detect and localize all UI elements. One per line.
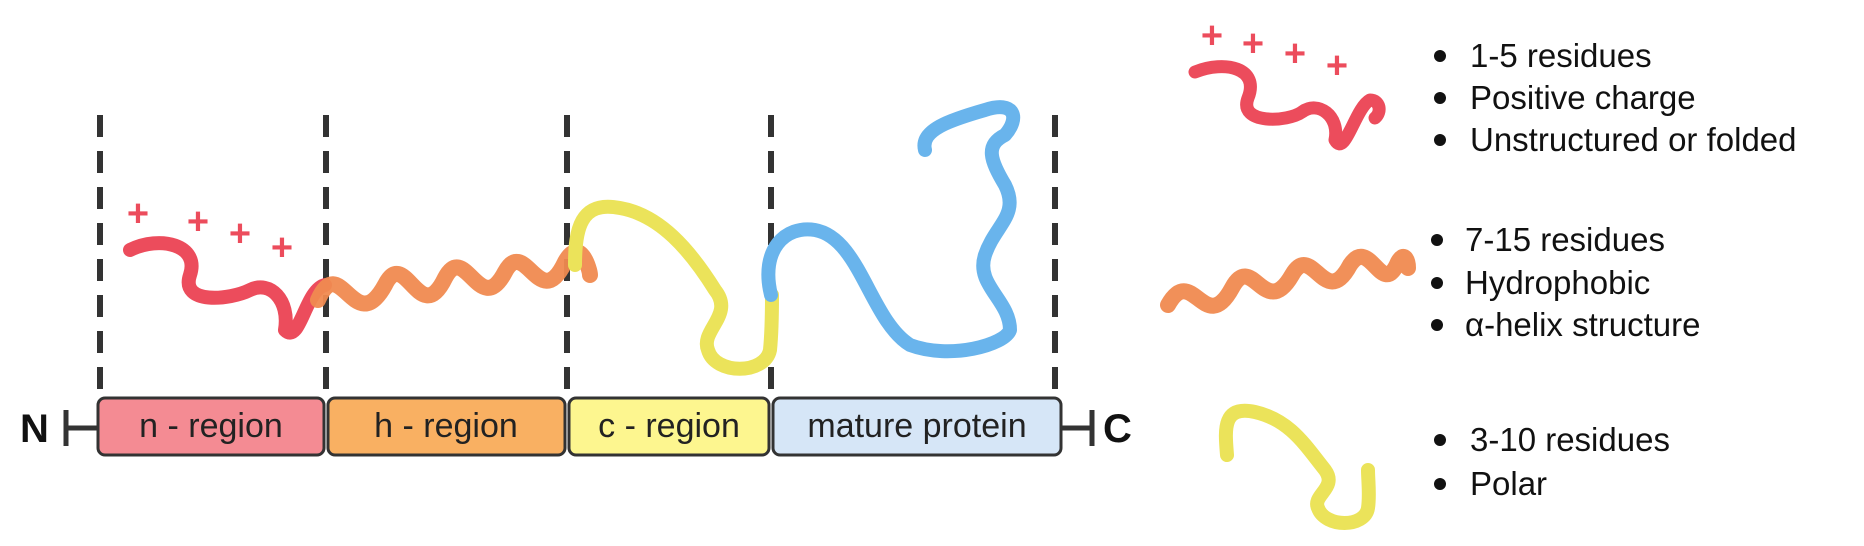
legend: + + + + 1-5 residues Positive charge Uns… <box>1160 15 1797 530</box>
legend-helix-path <box>1160 249 1416 314</box>
plus-charge: + <box>229 213 251 255</box>
h-region-helix-path <box>310 244 598 312</box>
n-terminus: N <box>20 407 100 451</box>
legend-item: 7-15 residues <box>1465 221 1665 258</box>
region-bar: n - region h - region c - region mature … <box>96 396 1063 457</box>
legend-bullet <box>1434 134 1446 146</box>
n-region-label: n - region <box>139 407 283 445</box>
plus-charge: + <box>187 201 209 243</box>
mature-protein-label: mature protein <box>807 407 1026 445</box>
legend-bullet <box>1431 234 1443 246</box>
n-region-charges: + + + + <box>127 193 293 269</box>
unstructured-coil-icon: + + + + <box>1188 15 1386 151</box>
legend-item: α-helix structure <box>1465 306 1700 343</box>
mature-protein-coil-path <box>761 100 1021 359</box>
legend-item: Unstructured or folded <box>1470 121 1797 158</box>
plus-charge: + <box>1201 15 1223 57</box>
legend-bullet <box>1431 319 1443 331</box>
plus-charge: + <box>1284 33 1306 75</box>
c-region-coil-path <box>568 199 779 376</box>
n-region-coil <box>123 236 332 340</box>
legend-c-coil-path <box>1218 403 1376 530</box>
c-region-label: c - region <box>598 407 740 445</box>
mature-protein-coil <box>761 100 1021 359</box>
plus-charge: + <box>1242 23 1264 65</box>
polar-coil-icon <box>1218 403 1376 530</box>
legend-item: 3-10 residues <box>1470 421 1670 458</box>
h-region-box <box>326 396 567 457</box>
plus-charge: + <box>271 227 293 269</box>
legend-item: Polar <box>1470 465 1547 502</box>
legend-n-coil-path <box>1188 60 1386 151</box>
plus-charge: + <box>1326 45 1348 87</box>
legend-bullet <box>1434 50 1446 62</box>
legend-bullet <box>1434 478 1446 490</box>
legend-bullet <box>1434 434 1446 446</box>
legend-h-region: 7-15 residues Hydrophobic α-helix struct… <box>1160 221 1700 343</box>
legend-item: Positive charge <box>1470 79 1696 116</box>
legend-c-region: 3-10 residues Polar <box>1218 403 1670 530</box>
alpha-helix-icon <box>1160 249 1416 314</box>
c-terminus: C <box>1061 407 1132 451</box>
c-region-box <box>567 396 771 457</box>
h-region-helix <box>310 244 598 312</box>
legend-bullet <box>1434 92 1446 104</box>
n-terminus-label: N <box>20 407 49 451</box>
legend-item: Hydrophobic <box>1465 264 1650 301</box>
legend-n-region: + + + + 1-5 residues Positive charge Uns… <box>1188 15 1797 158</box>
legend-bullet <box>1431 277 1443 289</box>
c-region-coil <box>568 199 779 376</box>
h-region-label: h - region <box>374 407 518 445</box>
c-terminus-label: C <box>1103 407 1132 451</box>
plus-charge: + <box>127 193 149 235</box>
n-region-coil-path <box>123 236 332 340</box>
legend-item: 1-5 residues <box>1470 37 1652 74</box>
n-region-box <box>96 396 326 457</box>
